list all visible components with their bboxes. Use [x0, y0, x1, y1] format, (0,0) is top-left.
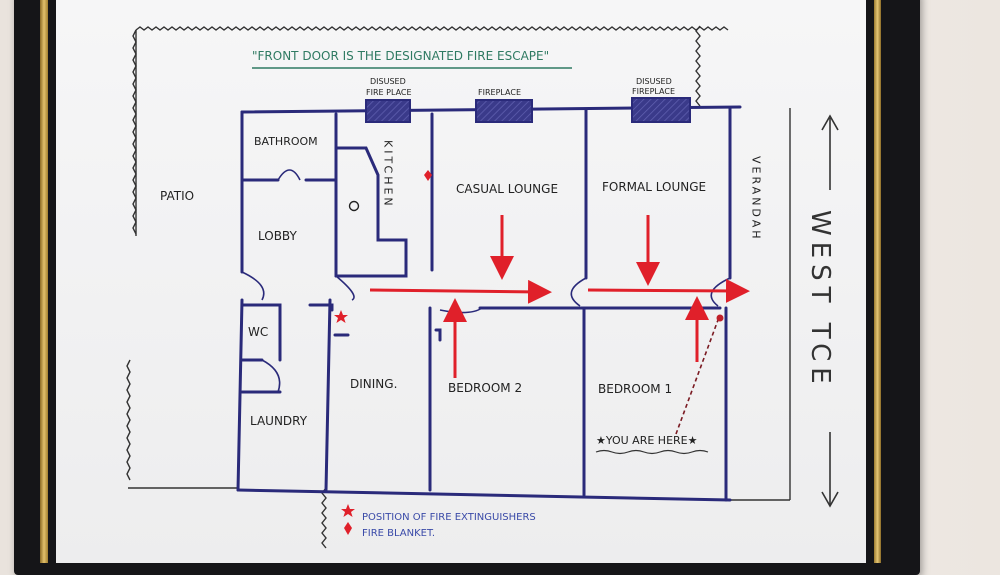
fireplace-left-label-2: FIRE PLACE — [366, 88, 412, 97]
legend-extinguisher-text: POSITION OF FIRE EXTINGUISHERS — [362, 512, 536, 523]
you-are-here-marker — [716, 314, 724, 322]
you-are-here-pointer — [675, 319, 719, 435]
room-label-lobby: LOBBY — [258, 229, 298, 243]
kitchen-stove-icon — [348, 200, 360, 212]
escape-route-arrows — [369, 215, 750, 378]
room-label-bedroom-1: BEDROOM 1 — [598, 382, 672, 396]
door-swings — [241, 169, 731, 393]
frame-gold-trim-left — [40, 0, 48, 563]
fire-extinguisher-star-icon — [334, 310, 348, 323]
legend-diamond-icon — [344, 522, 352, 535]
you-are-here-underline — [595, 449, 709, 455]
street-direction-arrows — [821, 114, 839, 508]
frame-gold-trim-right — [874, 0, 881, 563]
room-label-dining: DINING. — [350, 377, 397, 391]
fire-escape-title: "FRONT DOOR IS THE DESIGNATED FIRE ESCAP… — [252, 49, 549, 63]
room-label-patio: PATIO — [160, 189, 194, 203]
fireplace-middle-label: FIREPLACE — [478, 88, 521, 97]
floor-plan-drawing: "FRONT DOOR IS THE DESIGNATED FIRE ESCAP… — [126, 25, 839, 549]
room-label-formal-lounge: FORMAL LOUNGE — [602, 180, 706, 194]
fire-blanket-diamond-icon — [424, 170, 432, 181]
fireplace-right-disused — [631, 97, 691, 123]
street-name-west-tce: WEST TCE — [805, 210, 835, 390]
legend-star-icon — [341, 504, 355, 517]
you-are-here-label: ★YOU ARE HERE★ — [596, 434, 698, 447]
room-label-bedroom-2: BEDROOM 2 — [448, 381, 522, 395]
room-label-laundry: LAUNDRY — [250, 414, 308, 428]
property-boundary — [126, 25, 791, 549]
legend-blanket-text: FIRE BLANKET. — [362, 528, 435, 539]
fireplace-left-label-1: DISUSED — [370, 77, 406, 86]
fireplace-left-disused — [365, 99, 411, 123]
room-label-kitchen: KITCHEN — [382, 140, 395, 209]
fireplace-middle — [475, 99, 533, 123]
room-label-casual-lounge: CASUAL LOUNGE — [456, 182, 558, 196]
fireplace-right-label-1: DISUSED — [636, 77, 672, 86]
room-label-wc: WC — [248, 325, 268, 339]
room-label-bathroom: BATHROOM — [254, 135, 318, 148]
fireplace-right-label-2: FIREPLACE — [632, 87, 675, 96]
room-label-verandah: VERANDAH — [750, 156, 763, 242]
